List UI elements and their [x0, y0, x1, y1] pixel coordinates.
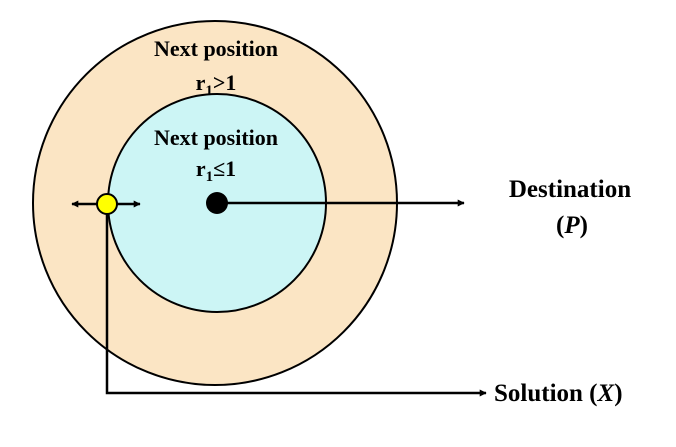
solution-label-text: Solution ( [494, 380, 598, 407]
inner-region-label: Next position [154, 125, 278, 150]
outer-region-label: Next position [154, 36, 278, 61]
inner-r-subscript: 1 [206, 169, 214, 185]
solution-dot [96, 193, 118, 215]
inner-r-symbol: r [196, 156, 206, 181]
destination-symbol: (P) [556, 212, 588, 239]
outer-r-symbol: r [196, 70, 206, 95]
outer-region-condition: r1>1 [196, 70, 237, 99]
solution-connector-arrow [105, 214, 487, 397]
solution-paren-close: ) [614, 380, 622, 407]
inner-condition-text: ≤1 [213, 156, 236, 181]
inner-region-condition: r1≤1 [196, 156, 236, 185]
destination-p: P [563, 212, 580, 239]
destination-label: Destination [509, 176, 631, 203]
destination-paren-close: ) [580, 212, 588, 239]
destination-paren-open: ( [556, 212, 564, 239]
solution-x: X [597, 380, 616, 407]
outer-r-subscript: 1 [205, 83, 213, 99]
solution-label: Solution (X) [494, 380, 623, 407]
outer-condition-text: >1 [213, 70, 237, 95]
destination-dot [206, 192, 228, 214]
